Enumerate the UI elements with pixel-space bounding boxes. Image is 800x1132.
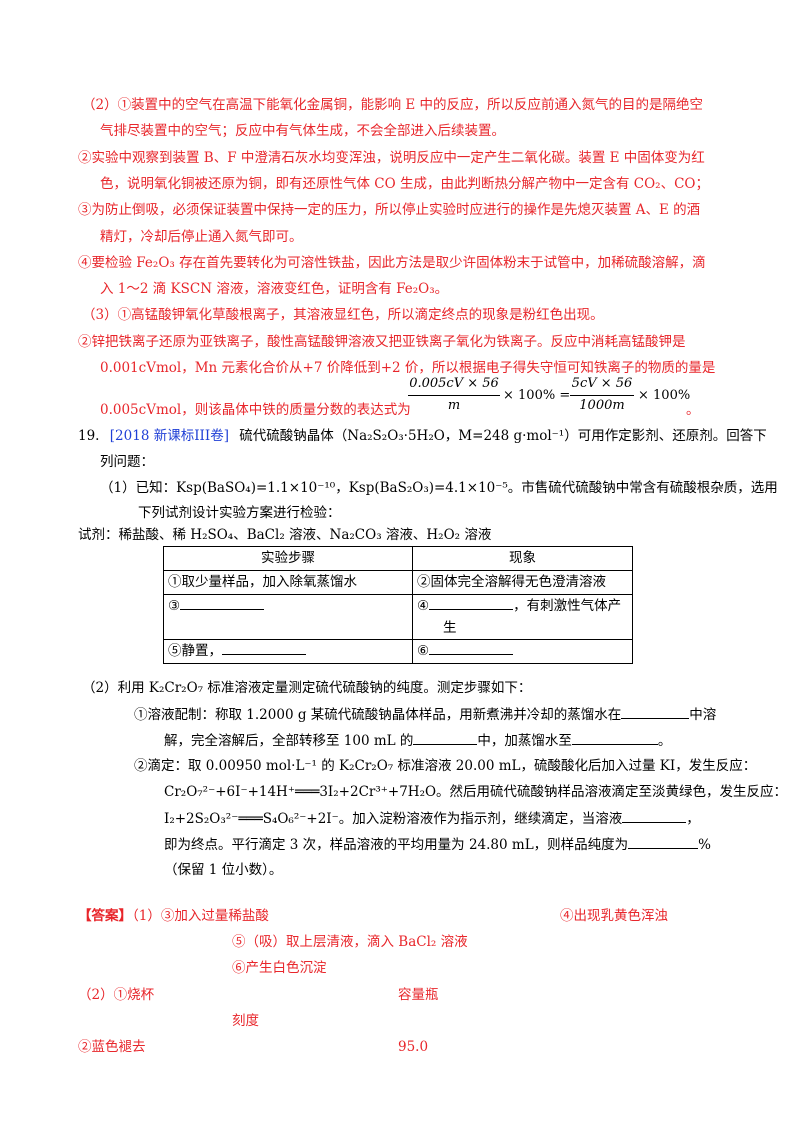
part2a-line2: 解，完全溶解后，全部转移至 100 mL 的 中，加蒸馏水至 。 (164, 730, 671, 751)
fraction2-bar (570, 395, 634, 396)
explain-2-line6: 精灯，冷却后停止通入氮气即可。 (100, 229, 303, 245)
experiment-table: 实验步骤 现象 ①取少量样品，加入除氧蒸馏水 ②固体完全溶解得无色澄清溶液 ③ … (163, 546, 633, 664)
table-row: ①取少量样品，加入除氧蒸馏水 ②固体完全溶解得无色澄清溶液 (163, 570, 633, 595)
question-19-header: 19. [2018 新课标III卷] 硫代硫酸钠晶体（Na₂S₂O₃·5H₂O，… (78, 426, 767, 446)
explain-2-line3: ②实验中观察到装置 B、F 中澄清石灰水均变浑浊，说明反应中一定产生二氧化碳。装… (78, 150, 705, 166)
step-5-blank[interactable] (222, 640, 306, 655)
answer-1-3: （1）③加入过量稀盐酸 (132, 908, 269, 924)
phenomenon-4-text-cont: 生 (443, 620, 457, 636)
step-5-label: ⑤静置， (168, 643, 222, 659)
answer-2-2-purity: 95.0 (398, 1039, 429, 1055)
part2-intro: （2）利用 K₂Cr₂O₇ 标准溶液定量测定硫代硫酸钠的纯度。测定步骤如下： (82, 680, 532, 696)
step-3-blank[interactable] (180, 595, 265, 610)
part2a-text2-end: 。 (657, 733, 672, 749)
answer-label: 【答案】 (78, 908, 132, 924)
part2b-text4-end: % (698, 837, 711, 853)
answer-1-4: ④出现乳黄色浑浊 (560, 908, 668, 924)
explain-2-line5: ③为防止倒吸，必须保证装置中保持一定的压力，所以停止实验时应进行的操作是先熄灭装… (78, 202, 701, 218)
part2b-line3: I₂+2S₂O₃²⁻═══S₄O₆²⁻+2I⁻。加入淀粉溶液作为指示剂，继续滴定… (164, 808, 700, 829)
phenomenon-4-cell: ④ ，有刺激性气体产生 (412, 594, 633, 640)
part2b-blank2[interactable] (628, 834, 699, 849)
explain-3-line1: （3）①高锰酸钾氧化草酸根离子，其溶液显红色，所以滴定终点的现象是粉红色出现。 (82, 307, 604, 323)
explain-2-line7: ④要检验 Fe₂O₃ 存在首先要转化为可溶性铁盐，因此方法是取少许固体粉末于试管… (78, 255, 706, 271)
phenomenon-6-label: ⑥ (417, 643, 430, 659)
answer-2-2-endpoint: ②蓝色褪去 (78, 1039, 146, 1055)
part2b-line1: ②滴定：取 0.00950 mol·L⁻¹ 的 K₂Cr₂O₇ 标准溶液 20.… (134, 758, 757, 774)
question-stem: 硫代硫酸钠晶体（Na₂S₂O₃·5H₂O，M=248 g·mol⁻¹）可用作定影… (239, 428, 767, 444)
table-row: ③ ④ ，有刺激性气体产生 (163, 594, 633, 640)
part2a-text2: 解，完全溶解后，全部转移至 100 mL 的 (164, 733, 414, 749)
answer-1-5: ⑤（吸）取上层清液，滴入 BaCl₂ 溶液 (232, 934, 468, 950)
fraction2-numerator: 5cV × 56 (571, 376, 633, 391)
part1-intro-cont: 下列试剂设计实验方案进行检验： (138, 505, 341, 521)
explain-3-line3: 0.001cVmol，Mn 元素化合价从+7 价降低到+2 价，所以根据电子得失… (100, 360, 716, 376)
header-phenomena: 现象 (412, 546, 633, 571)
explain-2-line2: 气排尽装置中的空气；反应中有气体生成，不会全部进入后续装置。 (100, 123, 505, 139)
explain-3-line2: ②锌把铁离子还原为亚铁离子，酸性高锰酸钾溶液又把亚铁离子氧化为铁离子。反应中消耗… (78, 334, 686, 350)
fraction-equals: × 100% = (503, 388, 571, 403)
fraction1-numerator: 0.005cV × 56 (409, 376, 499, 391)
fraction1-bar (408, 395, 500, 396)
part2a-blank3[interactable] (571, 730, 658, 745)
part2b-line2: Cr₂O₇²⁻+6I⁻+14H⁺═══3I₂+2Cr³⁺+7H₂O。然后用硫代硫… (164, 784, 788, 800)
part2a-text: ①溶液配制：称取 1.2000 g 某硫代硫酸钠晶体样品，用新煮沸并冷却的蒸馏水… (134, 707, 622, 723)
part2b-text4: 即为终点。平行滴定 3 次，样品溶液的平均用量为 24.80 mL，则样品纯度为 (164, 837, 629, 853)
fraction-tail: × 100% (638, 388, 691, 403)
part2a-text2-mid: 中，加蒸馏水至 (477, 733, 572, 749)
fraction2-denominator: 1000m (579, 398, 625, 413)
answer-2-1-mark: 刻度 (232, 1013, 259, 1029)
phenomenon-4-blank[interactable] (429, 595, 514, 610)
phenomenon-2: ②固体完全溶解得无色澄清溶液 (412, 570, 633, 595)
step-1: ①取少量样品，加入除氧蒸馏水 (163, 570, 413, 595)
step-5-cell: ⑤静置， (163, 639, 413, 664)
table-row: ⑤静置， ⑥ (163, 639, 633, 664)
part2a-text-end: 中溶 (689, 707, 717, 723)
part2b-blank1[interactable] (622, 808, 687, 823)
answer-line1: 【答案】（1）③加入过量稀盐酸 (78, 906, 269, 926)
part2b-line4: 即为终点。平行滴定 3 次，样品溶液的平均用量为 24.80 mL，则样品纯度为… (164, 834, 711, 855)
explain-3-line4: 0.005cVmol，则该晶体中铁的质量分数的表达式为 (100, 402, 411, 418)
fraction1-denominator: m (447, 398, 461, 413)
phenomenon-4-label: ④ (417, 598, 430, 614)
part2b-text3-end: ， (686, 811, 700, 827)
explain-3-end: 。 (686, 402, 700, 418)
question-stem-cont: 列问题： (100, 454, 154, 470)
part2b-text3: I₂+2S₂O₃²⁻═══S₄O₆²⁻+2I⁻。加入淀粉溶液作为指示剂，继续滴定… (164, 811, 623, 827)
header-steps: 实验步骤 (163, 546, 413, 571)
part2b-line5: （保留 1 位小数）。 (164, 862, 283, 878)
step-3-label: ③ (168, 598, 181, 614)
reagent-list: 试剂：稀盐酸、稀 H₂SO₄、BaCl₂ 溶液、Na₂CO₃ 溶液、H₂O₂ 溶… (78, 527, 492, 543)
step-3-cell: ③ (163, 594, 413, 640)
phenomenon-4-text: ，有刺激性气体产 (513, 598, 622, 614)
table-header-row: 实验步骤 现象 (163, 546, 633, 571)
answer-2-1-flask: 容量瓶 (398, 987, 439, 1003)
part1-intro: （1）已知：Ksp(BaSO₄)=1.1×10⁻¹⁰，Ksp(BaS₂O₃)=4… (100, 480, 778, 496)
part2a-blank1[interactable] (621, 704, 690, 719)
answer-2-1-beaker: （2）①烧杯 (78, 987, 155, 1003)
explain-2-line4: 色，说明氧化铜被还原为铜，即有还原性气体 CO 生成，由此判断热分解产物中一定含… (100, 176, 709, 192)
answer-1-6: ⑥产生白色沉淀 (232, 960, 327, 976)
explain-2-line8: 入 1～2 滴 KSCN 溶液，溶液变红色，证明含有 Fe₂O₃。 (100, 281, 449, 297)
question-source: [2018 新课标III卷] (109, 428, 229, 444)
phenomenon-6-cell: ⑥ (412, 639, 633, 664)
phenomenon-6-blank[interactable] (429, 640, 514, 655)
question-number: 19. (78, 428, 100, 444)
explain-2-line1: （2）①装置中的空气在高温下能氧化金属铜，能影响 E 中的反应，所以反应前通入氮… (82, 97, 704, 113)
part2a-blank2[interactable] (413, 730, 478, 745)
part2a-line1: ①溶液配制：称取 1.2000 g 某硫代硫酸钠晶体样品，用新煮沸并冷却的蒸馏水… (134, 704, 716, 725)
